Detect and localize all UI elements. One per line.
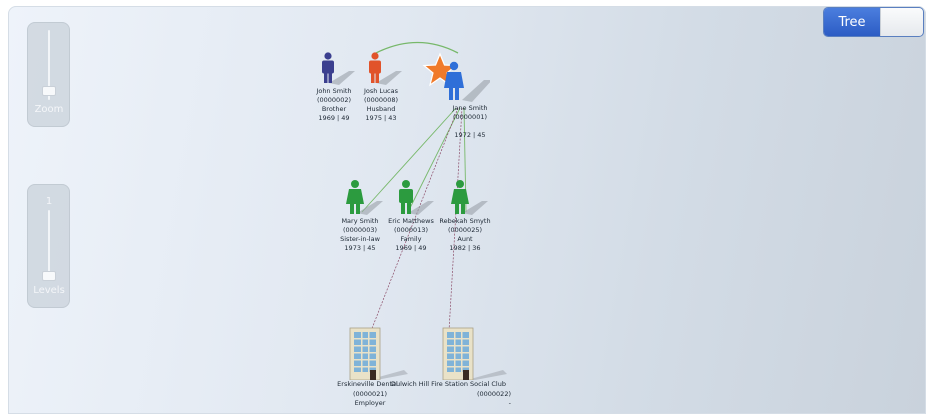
org-relation: - (508, 399, 511, 407)
person-years: 1982 | 36 (449, 244, 481, 252)
org-name: Erskineville Dental (337, 380, 398, 388)
org-id: (0000021) (352, 389, 388, 398)
zoom-panel: Zoom (27, 22, 70, 127)
zoom-label: Zoom (34, 104, 64, 115)
person-relation: Aunt (457, 235, 473, 243)
levels-track[interactable] (48, 210, 50, 274)
person-male-icon (369, 52, 402, 85)
person-relation: Sister-in-law (340, 235, 380, 243)
person-male-icon (322, 52, 355, 85)
org-name: Dulwich Hill Fire Station Social Club (391, 380, 506, 388)
org-node-erskineville-dental[interactable]: Erskineville Dental (0000021) Employer (330, 324, 410, 409)
levels-panel: 1 Levels (27, 184, 70, 308)
zoom-track[interactable] (48, 30, 50, 100)
toggle-knob[interactable] (880, 8, 923, 36)
edge-jane-josh (375, 41, 459, 54)
org-relation: Employer (354, 399, 386, 407)
zoom-slider-thumb[interactable] (42, 86, 56, 96)
person-node-eric-matthews[interactable]: Eric Matthews (0000013) Family 1969 | 49 (376, 179, 446, 253)
person-id: (0000008) (363, 96, 399, 104)
edge-jane-erskineville (370, 107, 459, 332)
person-node-josh-lucas[interactable]: Josh Lucas (0000008) Husband 1975 | 43 (346, 51, 416, 123)
levels-value: 1 (45, 196, 53, 207)
person-name: John Smith (316, 87, 352, 95)
levels-slider-thumb[interactable] (42, 271, 56, 281)
person-years: 1969 | 49 (318, 114, 350, 122)
building-icon (442, 327, 507, 380)
person-female-icon (451, 180, 488, 215)
tree-toggle-label[interactable]: Tree (824, 8, 880, 36)
person-id: (0000003) (342, 226, 378, 234)
person-id: (0000002) (316, 96, 352, 104)
org-node-dulwich-hill-fire-station[interactable]: Dulwich Hill Fire Station Social Club (0… (391, 324, 511, 409)
person-name: Josh Lucas (363, 87, 399, 95)
person-node-jane-smith-root[interactable]: Jane Smith (0000001) 1972 | 45 (418, 52, 490, 140)
person-name: Rebekah Smyth (439, 217, 491, 225)
person-node-rebekah-smyth[interactable]: Rebekah Smyth (0000025) Aunt 1982 | 36 (430, 179, 500, 253)
levels-label: Levels (33, 285, 65, 296)
tree-view-toggle[interactable]: Tree (823, 7, 924, 37)
person-years: 1972 | 45 (454, 131, 486, 139)
person-years: 1973 | 45 (344, 244, 376, 252)
person-node-mary-smith[interactable]: Mary Smith (0000003) Sister-in-law 1973 … (325, 179, 395, 253)
person-female-icon (346, 180, 383, 215)
edge-jane-mary (361, 107, 457, 213)
person-name: Eric Matthews (388, 217, 434, 225)
person-name: Jane Smith (452, 104, 488, 112)
person-relation: Family (400, 235, 422, 243)
graph-canvas[interactable]: Zoom 1 Levels Tree John Smith (0000002) … (8, 6, 926, 414)
person-node-john-smith[interactable]: John Smith (0000002) Brother 1969 | 49 (299, 51, 369, 123)
person-male-icon (399, 180, 434, 215)
person-female-star-icon (422, 52, 490, 102)
building-icon (349, 327, 408, 380)
person-id: (0000001) (452, 113, 488, 121)
person-name: Mary Smith (341, 217, 379, 225)
person-relation: Brother (321, 105, 347, 113)
person-id: (0000013) (393, 226, 429, 234)
person-relation: Husband (366, 105, 396, 113)
person-years: 1975 | 43 (365, 114, 397, 122)
person-id: (0000025) (447, 226, 483, 234)
person-years: 1969 | 49 (395, 244, 427, 252)
org-id: (0000022) (476, 389, 511, 398)
